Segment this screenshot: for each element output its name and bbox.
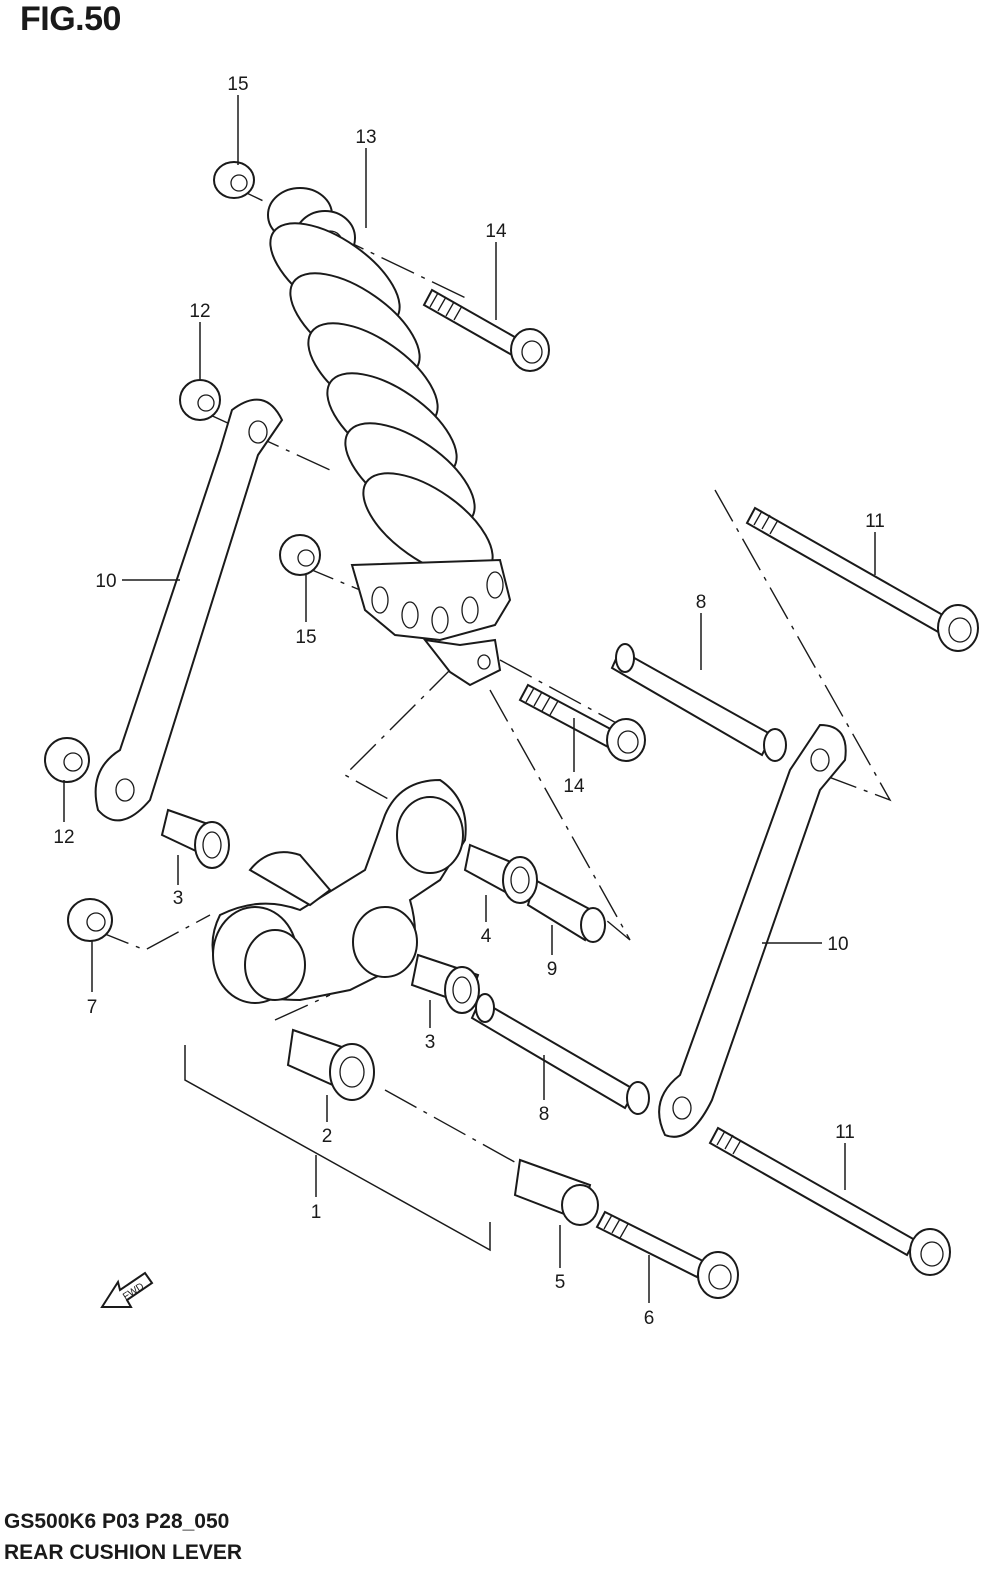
callout-1: 1 — [311, 1202, 322, 1223]
diagram-code: GS500K6 P03 P28_050 — [4, 1510, 230, 1533]
callout-12-bottom: 12 — [53, 827, 74, 848]
diagram-name: REAR CUSHION LEVER — [4, 1541, 243, 1564]
callout-13: 13 — [355, 127, 376, 148]
callout-14-top: 14 — [485, 221, 507, 242]
callout-11-bottom: 11 — [835, 1122, 855, 1143]
bolts-long-11 — [708, 506, 979, 1276]
callout-3-right: 3 — [425, 1032, 436, 1053]
callout-12-top: 12 — [189, 301, 210, 322]
tie-rod-right — [658, 723, 847, 1138]
callout-leaders — [63, 95, 876, 1303]
fwd-arrow-icon: FWD — [100, 1271, 154, 1308]
callout-labels: 15 13 14 12 11 10 15 8 14 12 3 4 9 10 7 … — [53, 74, 884, 1329]
callout-10-left: 10 — [95, 571, 116, 592]
figure-title: FIG.50 — [20, 0, 121, 38]
spacers-and-bushings — [160, 643, 787, 1226]
rear-shock-absorber — [267, 187, 512, 687]
callout-4: 4 — [481, 926, 492, 947]
callout-2: 2 — [322, 1126, 333, 1147]
bolt-6 — [595, 1210, 739, 1299]
tie-rod-left — [94, 398, 284, 822]
callout-6: 6 — [644, 1308, 655, 1329]
callout-3-left: 3 — [173, 888, 184, 909]
callout-5: 5 — [555, 1272, 566, 1293]
callout-11-top: 11 — [865, 511, 885, 532]
callout-15-top: 15 — [227, 74, 248, 95]
bolt-lower-14 — [518, 683, 646, 762]
bolt-upper-14 — [422, 288, 550, 372]
callout-8-bottom: 8 — [539, 1104, 550, 1125]
callout-14-bottom: 14 — [563, 776, 585, 797]
callout-10-right: 10 — [827, 934, 848, 955]
callout-8-top: 8 — [696, 592, 707, 613]
assembly-bracket — [184, 1045, 491, 1252]
nuts — [44, 161, 321, 942]
callout-7: 7 — [87, 997, 98, 1018]
callout-9: 9 — [547, 959, 558, 980]
callout-15-mid: 15 — [295, 627, 316, 648]
cushion-lever — [211, 778, 467, 1004]
